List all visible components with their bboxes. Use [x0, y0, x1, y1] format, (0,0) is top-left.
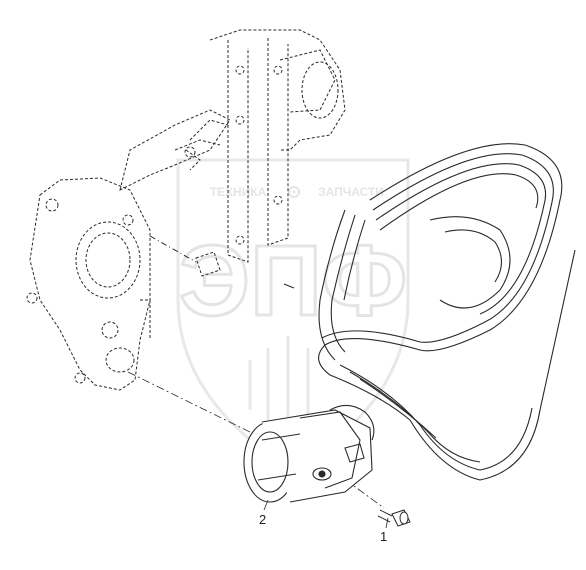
assembly-axis-lines [127, 371, 385, 509]
belt-tensioner [243, 404, 375, 503]
callout-label-1: 1 [380, 529, 388, 544]
bracket-stud [149, 235, 295, 289]
watermark-left-text: ТЕХНИКА [210, 185, 267, 199]
wheat-icon [248, 336, 310, 430]
engine-housing [26, 109, 231, 391]
drive-belt [318, 143, 576, 481]
callout-label-2: 2 [259, 512, 267, 527]
watermark-right-text: ЗАПЧАСТИ [318, 185, 384, 199]
mounting-bolt [377, 509, 411, 527]
watermark-shield: ЭПФ ТЕХНИКА ЗАПЧАСТИ [176, 158, 410, 472]
callout-leaders [263, 499, 389, 529]
gear-icon [288, 186, 300, 198]
upper-bracket [184, 29, 346, 263]
watermark-logo: ЭПФ [179, 225, 407, 337]
